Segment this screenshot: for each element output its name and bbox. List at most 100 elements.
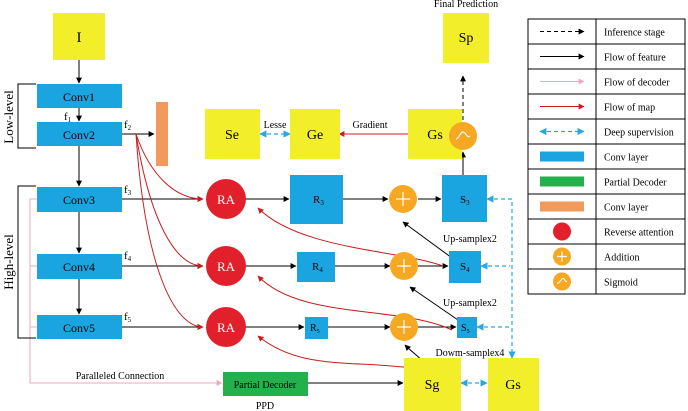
edge-map-f2-ra4: [135, 133, 204, 269]
se-node: [205, 109, 260, 159]
conv3-node: [37, 187, 122, 212]
r3-label: R3: [313, 194, 324, 207]
conv3-label: Conv3: [63, 193, 95, 207]
edge-s5-up-add4: [409, 286, 459, 321]
ra4-node: [206, 246, 246, 286]
sp-label: Sp: [459, 31, 474, 46]
orange-conv-node: [156, 102, 168, 166]
low-level-label: Low-level: [1, 90, 16, 144]
up-sample-label-1: Up-samplex2: [443, 234, 497, 245]
legend-symbol-rect: [540, 151, 584, 162]
input-node: [53, 13, 105, 60]
level-brackets: Low-level High-level: [1, 83, 36, 339]
gs-bottom-label: Gs: [505, 378, 521, 393]
s5-label: S5: [461, 323, 470, 335]
edge-decoder-path: [29, 198, 223, 386]
f2-label: f2: [124, 119, 132, 132]
f4-label: f4: [124, 250, 132, 263]
edge-supervision-s3: [486, 195, 516, 359]
sigmoid-icon: [455, 131, 471, 140]
legend-label: Flow of map: [604, 103, 655, 114]
conv2-node: [37, 122, 122, 146]
partial-decoder-node: [223, 372, 308, 396]
conv1-node: [37, 84, 122, 108]
legend-label: Partial Decoder: [604, 178, 667, 189]
legend-symbol-circle-plus: [553, 247, 571, 266]
plus-icon: [396, 192, 410, 206]
legend-label: Reverse attention: [604, 228, 674, 239]
conv4-label: Conv4: [63, 260, 95, 274]
nodes: I Conv1 Conv2 Conv3 Conv4 Conv5 f1 f2 f3…: [37, 0, 539, 411]
conv5-node: [37, 315, 122, 339]
s3-label: S3: [460, 194, 470, 207]
f3-label: f3: [124, 184, 132, 197]
ra5-node: [206, 307, 246, 347]
legend-label: Inference stage: [604, 28, 665, 39]
edge-s5-ra4: [257, 275, 453, 331]
gs-bottom-node: [488, 358, 539, 411]
sg-node: [404, 358, 461, 411]
legend-label: Addition: [604, 253, 640, 264]
legend-symbol-circle-sigmoid: [553, 272, 571, 291]
ge-node: [290, 109, 340, 159]
legend-label: Conv layer: [604, 153, 649, 164]
conv1-label: Conv1: [63, 90, 95, 104]
edge-sg-ra5: [257, 335, 413, 369]
input-label: I: [77, 30, 82, 46]
r3-node: [290, 175, 343, 224]
sg-label: Sg: [425, 378, 440, 393]
legend-frame: [527, 18, 686, 295]
s4-label: S4: [460, 261, 470, 274]
r5-label: R5: [310, 323, 320, 335]
high-level-bracket: [17, 185, 36, 339]
ppd-label: PPD: [256, 401, 274, 411]
sp-node: [443, 13, 489, 63]
s5-node: [457, 317, 477, 338]
legend-symbol-rect: [540, 176, 584, 187]
ra3-label: RA: [217, 192, 236, 207]
up-sample-label-2: Up-samplex2: [443, 298, 497, 309]
ra4-label: RA: [217, 259, 236, 274]
legend-label: Conv layer: [604, 203, 649, 214]
ra3-node: [206, 179, 246, 219]
legend-label: Sigmoid: [604, 278, 638, 289]
low-level-bracket: [17, 83, 36, 149]
gs-top-label: Gs: [427, 128, 443, 143]
edge-s4-up-add3: [402, 221, 453, 259]
ge-label: Ge: [307, 128, 323, 143]
conv5-label: Conv5: [63, 321, 95, 335]
down-sample-label: Dowm-samplex4: [436, 348, 505, 359]
gradient-label: Gradient: [353, 120, 388, 131]
s4-node: [449, 251, 481, 283]
sigmoid-node: [449, 122, 477, 150]
conv2-label: Conv2: [63, 128, 95, 142]
legend-label: Flow of feature: [604, 53, 666, 64]
legend-label: Flow of decoder: [604, 78, 670, 89]
r5-node: [305, 317, 328, 339]
legend-symbol-circle: [553, 222, 571, 241]
s3-node: [442, 175, 487, 222]
r4-node: [297, 252, 335, 282]
paralleled-connection-label: Paralleled Connection: [76, 371, 165, 382]
r4-label: R4: [312, 261, 323, 274]
f5-label: f5: [124, 311, 132, 324]
ra5-label: RA: [217, 320, 236, 335]
high-level-label: High-level: [1, 234, 16, 290]
final-prediction-label: Final Prediction: [434, 0, 498, 10]
edge-map-f2-ra5: [135, 133, 204, 330]
se-label: Se: [225, 128, 239, 143]
lesse-label: Lesse: [264, 120, 287, 131]
legend-symbol-rect: [540, 201, 584, 212]
edge-s4-ra3: [257, 207, 444, 267]
edge-map-f2-ra3: [135, 133, 204, 202]
legend-label: Deep supervision: [604, 128, 674, 139]
edges: [29, 60, 516, 387]
conv4-node: [37, 254, 122, 279]
plus-icon: [397, 320, 411, 334]
plus-icon: [397, 259, 411, 273]
f1-label: f1: [64, 111, 72, 124]
